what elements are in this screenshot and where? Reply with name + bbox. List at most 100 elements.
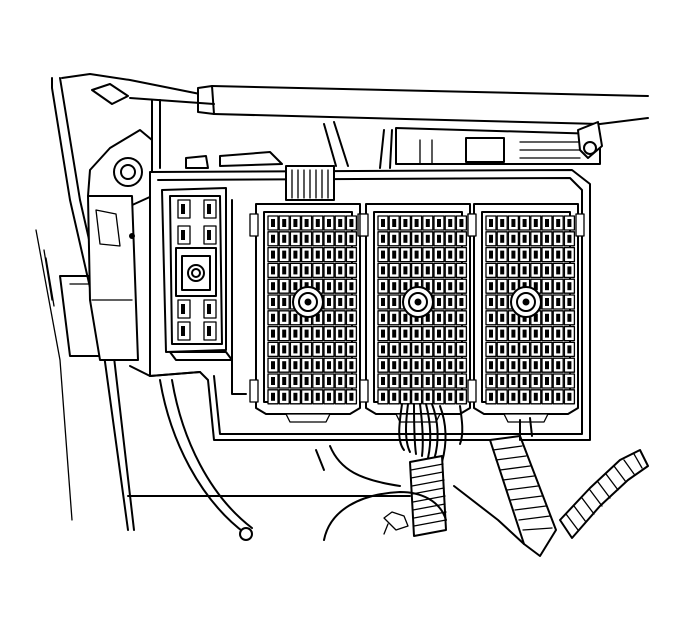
terminal-cavity — [433, 246, 445, 263]
terminal-cavity — [496, 325, 508, 342]
terminal-cavity — [388, 278, 400, 294]
relay-cavity — [203, 199, 217, 219]
terminal-cavity — [433, 325, 445, 342]
terminal-cavity — [433, 341, 445, 358]
terminal-cavity — [399, 373, 412, 389]
terminal-cavity — [496, 278, 508, 294]
terminal-cavity — [422, 357, 434, 373]
terminal-cavity — [444, 215, 456, 231]
lower-floor-structure — [127, 379, 525, 545]
terminal-cavity — [334, 262, 346, 279]
terminal-cavity — [399, 231, 412, 247]
terminal-cavity — [300, 357, 313, 373]
terminal-cavity — [455, 231, 468, 247]
terminal-cavity — [300, 389, 313, 405]
terminal-cavity — [399, 246, 412, 263]
relay-cavity — [177, 225, 191, 245]
terminal-cavity — [496, 373, 508, 389]
terminal-cavity — [345, 325, 358, 342]
terminal-cavity — [399, 357, 412, 373]
terminal-cavity — [496, 310, 508, 326]
terminal-cavity — [563, 294, 576, 310]
terminal-cavity — [552, 262, 564, 279]
terminal-cavity — [345, 215, 358, 231]
terminal-cavity — [410, 341, 423, 358]
terminal-cavity — [312, 262, 324, 279]
terminal-cavity — [541, 262, 553, 279]
terminal-cavity — [377, 357, 389, 373]
terminal-cavity — [399, 325, 412, 342]
terminal-cavity — [323, 262, 335, 279]
mounting-bracket — [87, 129, 153, 361]
terminal-cavity — [518, 373, 531, 389]
terminal-cavity — [563, 215, 576, 231]
terminal-cavity — [399, 341, 412, 358]
terminal-cavity — [422, 215, 434, 231]
terminal-cavity — [552, 357, 564, 373]
terminal-cavity — [444, 294, 456, 310]
terminal-cavity — [410, 231, 423, 247]
terminal-cavity — [455, 341, 468, 358]
terminal-cavity — [323, 231, 335, 247]
terminal-cavity — [267, 278, 279, 294]
terminal-cavity — [422, 341, 434, 358]
terminal-cavity — [530, 341, 542, 358]
background-harness — [185, 121, 603, 169]
terminal-cavity — [433, 373, 445, 389]
terminal-cavity — [563, 278, 576, 294]
terminal-cavity — [300, 325, 313, 342]
terminal-cavity — [563, 262, 576, 279]
terminal-cavity — [267, 294, 279, 310]
terminal-cavity — [455, 278, 468, 294]
terminal-cavity — [433, 215, 445, 231]
terminal-cavity — [388, 389, 400, 405]
connector-bolt — [402, 286, 434, 318]
terminal-cavity — [345, 389, 358, 405]
terminal-cavity — [267, 262, 279, 279]
terminal-cavity — [541, 341, 553, 358]
terminal-cavity — [410, 262, 423, 279]
terminal-cavity — [455, 246, 468, 263]
terminal-cavity — [345, 341, 358, 358]
terminal-cavity — [312, 246, 324, 263]
terminal-cavity — [485, 310, 497, 326]
terminal-cavity — [518, 341, 531, 358]
terminal-cavity — [388, 231, 400, 247]
terminal-cavity — [485, 373, 497, 389]
terminal-cavity — [496, 262, 508, 279]
terminal-cavity — [541, 294, 553, 310]
terminal-cavity — [530, 246, 542, 263]
terminal-cavity — [433, 310, 445, 326]
terminal-cavity — [541, 373, 553, 389]
terminal-cavity — [485, 215, 497, 231]
terminal-cavity — [278, 215, 290, 231]
terminal-cavity — [410, 215, 423, 231]
terminal-cavity — [289, 357, 302, 373]
terminal-cavity — [323, 278, 335, 294]
terminal-cavity — [433, 357, 445, 373]
terminal-cavity — [541, 278, 553, 294]
terminal-cavity — [267, 389, 279, 405]
terminal-cavity — [289, 325, 302, 342]
terminal-cavity — [485, 357, 497, 373]
terminal-cavity — [377, 325, 389, 342]
terminal-cavity — [345, 294, 358, 310]
corrugated-conduit-right — [559, 449, 649, 539]
terminal-cavity — [422, 262, 434, 279]
terminal-cavity — [312, 231, 324, 247]
terminal-cavity — [485, 389, 497, 405]
terminal-cavity — [377, 310, 389, 326]
terminal-cavity — [485, 231, 497, 247]
terminal-cavity — [377, 373, 389, 389]
terminal-cavity — [410, 389, 423, 405]
terminal-cavity — [541, 389, 553, 405]
terminal-cavity — [410, 357, 423, 373]
terminal-cavity — [507, 231, 520, 247]
terminal-cavity — [334, 373, 346, 389]
terminal-cavity — [323, 341, 335, 358]
terminal-cavity — [267, 373, 279, 389]
terminal-cavity — [422, 373, 434, 389]
terminal-cavity — [552, 294, 564, 310]
terminal-cavity — [563, 310, 576, 326]
terminal-cavity — [541, 246, 553, 263]
